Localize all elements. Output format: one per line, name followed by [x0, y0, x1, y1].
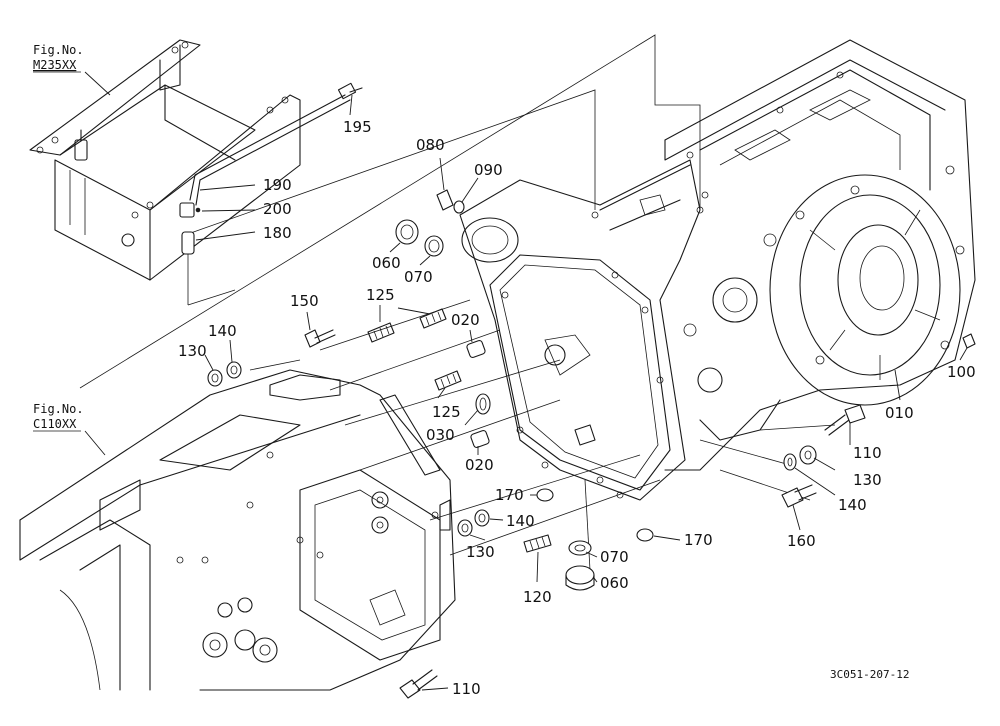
- part-125-stud-lower: [434, 370, 462, 391]
- part-130-nut-lower: [457, 519, 473, 537]
- callout-130-lower[interactable]: 130: [466, 543, 495, 561]
- callout-060-lower[interactable]: 060: [600, 574, 629, 592]
- part-120-stud: [523, 534, 552, 553]
- callout-170-right[interactable]: 170: [684, 531, 713, 549]
- figure-ref-line1: Fig.No.: [33, 43, 84, 57]
- callout-125[interactable]: 125: [366, 286, 395, 304]
- callout-110-lower[interactable]: 110: [452, 680, 481, 698]
- part-010-transmission-case: [664, 39, 976, 471]
- callout-070-lower[interactable]: 070: [600, 548, 629, 566]
- callout-200[interactable]: 200: [263, 200, 292, 218]
- rear-housing-c110xx: [19, 369, 456, 691]
- callout-140-lower[interactable]: 140: [506, 512, 535, 530]
- figure-ref-line1: Fig.No.: [33, 402, 84, 416]
- upper-bracket-assembly: [29, 39, 301, 281]
- part-090-washer: [453, 200, 465, 214]
- part-060-plug-lower: [565, 565, 595, 591]
- part-100-plug: [962, 333, 976, 349]
- part-130-nut-right: [799, 445, 817, 465]
- part-060-plug-upper: [395, 219, 419, 245]
- part-195-rod: [189, 82, 363, 206]
- callout-130[interactable]: 130: [178, 342, 207, 360]
- part-140-washer-left: [226, 361, 242, 379]
- middle-housing: [459, 159, 709, 501]
- part-200-clip: [179, 202, 201, 218]
- part-150-bolt: [304, 329, 336, 348]
- callout-120[interactable]: 120: [523, 588, 552, 606]
- callout-170[interactable]: 170: [495, 486, 524, 504]
- part-170-plug-right: [636, 528, 654, 542]
- leader-lines: [195, 94, 968, 691]
- part-020-pin-upper: [466, 339, 486, 359]
- callout-030[interactable]: 030: [426, 426, 455, 444]
- callout-190[interactable]: 190: [263, 176, 292, 194]
- part-180-sleeve: [181, 231, 236, 306]
- callout-080[interactable]: 080: [416, 136, 445, 154]
- drawing-id: 3C051-207-12: [830, 668, 909, 681]
- assembly-guide-lines: [79, 34, 836, 571]
- callout-090[interactable]: 090: [474, 161, 503, 179]
- part-030-oring: [475, 393, 491, 415]
- callout-110[interactable]: 110: [853, 444, 882, 462]
- part-110-bolt-lower: [399, 669, 438, 699]
- callout-160[interactable]: 160: [787, 532, 816, 550]
- part-080-plug: [436, 189, 454, 211]
- part-160-bolt: [781, 484, 817, 508]
- figure-ref-line2: C110XX: [33, 417, 77, 431]
- callout-labels: 195 190 200 180 080 090 060 070 150 125 …: [178, 118, 976, 698]
- callout-140-right[interactable]: 140: [838, 496, 867, 514]
- part-140-washer-lower: [474, 509, 490, 527]
- part-070-washer-lower: [568, 540, 592, 556]
- figure-ref-line2: M235XX: [33, 58, 77, 72]
- callout-060[interactable]: 060: [372, 254, 401, 272]
- callout-020-lower[interactable]: 020: [465, 456, 494, 474]
- figure-ref-m235xx[interactable]: Fig.No. M235XX: [33, 43, 111, 96]
- part-070-washer-upper: [424, 235, 444, 257]
- callout-125-lower[interactable]: 125: [432, 403, 461, 421]
- callout-020[interactable]: 020: [451, 311, 480, 329]
- part-170-plug-left: [536, 488, 554, 502]
- part-125-studs-upper: [367, 308, 447, 343]
- part-130-nut-left: [207, 369, 223, 387]
- callout-150[interactable]: 150: [290, 292, 319, 310]
- part-140-washer-right: [783, 453, 797, 471]
- callout-130-right[interactable]: 130: [853, 471, 882, 489]
- part-110-bolt-right: [824, 404, 866, 436]
- callout-010[interactable]: 010: [885, 404, 914, 422]
- callout-140[interactable]: 140: [208, 322, 237, 340]
- part-020-pin-lower: [470, 429, 490, 449]
- callout-180[interactable]: 180: [263, 224, 292, 242]
- callout-100[interactable]: 100: [947, 363, 976, 381]
- callout-070[interactable]: 070: [404, 268, 433, 286]
- figure-ref-c110xx[interactable]: Fig.No. C110XX: [33, 402, 106, 456]
- callout-195[interactable]: 195: [343, 118, 372, 136]
